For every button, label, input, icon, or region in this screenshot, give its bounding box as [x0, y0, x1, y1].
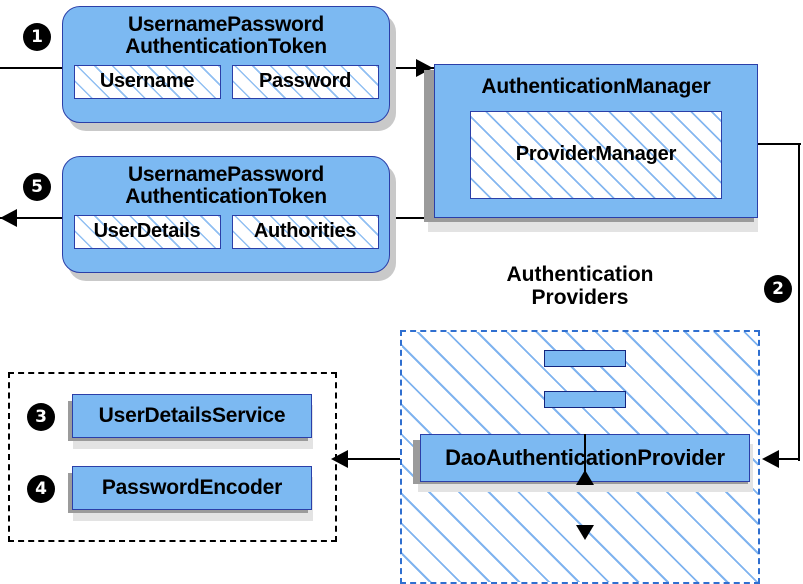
response-token-slot-authorities-label: Authorities	[253, 220, 357, 243]
provider-bar-top-1	[544, 350, 626, 367]
connector-provider-to-services	[345, 458, 413, 461]
authentication-manager-title: AuthenticationManager	[481, 74, 711, 98]
response-token-card[interactable]: UsernamePassword AuthenticationToken Use…	[62, 156, 390, 273]
arrowhead-into-provider	[762, 450, 779, 468]
userdetailsservice-box[interactable]: UserDetailsService	[72, 394, 312, 438]
authentication-manager-box[interactable]: AuthenticationManager ProviderManager	[434, 64, 758, 218]
step-badge-5: 5	[23, 173, 51, 201]
request-token-title: UsernamePassword AuthenticationToken	[125, 13, 327, 59]
step-badge-2: 2	[764, 275, 792, 303]
request-token-slot-username[interactable]: Username	[73, 64, 221, 99]
request-token-slot-username-label: Username	[99, 70, 195, 93]
provider-link-top-arrow-up	[576, 470, 594, 485]
userdetailsservice-label: UserDetailsService	[98, 403, 286, 427]
response-token-slots: UserDetails Authorities	[73, 214, 379, 249]
response-token-slot-authorities[interactable]: Authorities	[231, 214, 379, 249]
response-token-slot-userdetails-label: UserDetails	[93, 220, 201, 243]
provider-link-top-arrow-down	[576, 525, 594, 540]
provider-manager-box[interactable]: ProviderManager	[470, 111, 722, 199]
response-token-slot-userdetails[interactable]: UserDetails	[73, 214, 221, 249]
response-token-title: UsernamePassword AuthenticationToken	[125, 163, 327, 209]
passwordencoder-label: PasswordEncoder	[101, 475, 283, 499]
passwordencoder-box[interactable]: PasswordEncoder	[72, 466, 312, 510]
provider-link-top-line	[584, 434, 587, 476]
connector-manager-to-response	[386, 217, 438, 220]
connector-manager-down	[798, 143, 801, 461]
connector-request-in	[0, 67, 78, 70]
connector-response-out	[0, 217, 78, 220]
connector-token-to-manager	[386, 67, 434, 70]
connector-into-provider	[779, 458, 800, 461]
authentication-providers-title: Authentication Providers	[506, 263, 654, 309]
step-badge-3: 3	[27, 403, 55, 431]
provider-bar-top-2	[544, 391, 626, 408]
step-badge-4: 4	[27, 475, 55, 503]
step-badge-1: 1	[23, 23, 51, 51]
arrowhead-response-out	[0, 209, 17, 227]
request-token-card[interactable]: UsernamePassword AuthenticationToken Use…	[62, 6, 390, 123]
provider-manager-label: ProviderManager	[515, 143, 677, 166]
request-token-slot-password-label: Password	[258, 70, 352, 93]
connector-manager-right	[757, 143, 801, 146]
request-token-slot-password[interactable]: Password	[231, 64, 379, 99]
support-services-container	[8, 372, 337, 542]
request-token-slots: Username Password	[73, 64, 379, 99]
